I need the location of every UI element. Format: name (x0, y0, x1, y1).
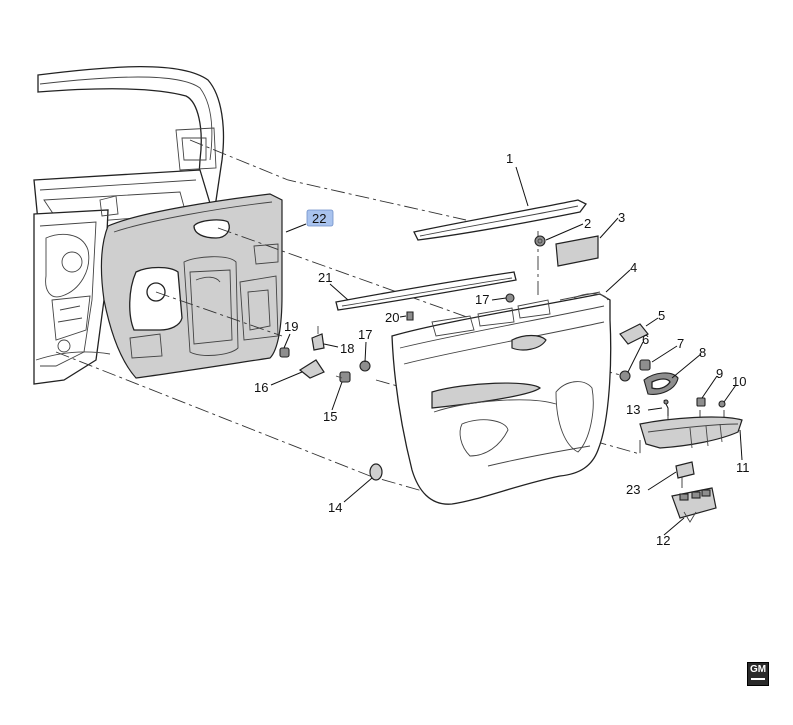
callout-22: 22 (312, 211, 326, 226)
callout-17b: 17 (358, 327, 372, 342)
clip-part-2 (534, 235, 546, 247)
callout-19: 19 (284, 319, 298, 334)
bolt-part-15 (335, 371, 351, 383)
callout-7: 7 (677, 336, 684, 351)
callout-3: 3 (618, 210, 625, 225)
callout-21: 21 (318, 270, 332, 285)
gm-logo-text: GM (749, 664, 767, 675)
leader-lines (270, 166, 743, 536)
gm-logo: GM (747, 662, 769, 686)
upper-trim-strip (413, 199, 587, 241)
clip-part-10 (718, 400, 726, 408)
clip-part-17b (359, 360, 371, 372)
nut-part-19 (279, 347, 290, 358)
door-trim-panel (391, 291, 612, 505)
clip-part-17a (505, 293, 515, 303)
callout-10: 10 (732, 374, 746, 389)
callout-8: 8 (699, 345, 706, 360)
callout-16: 16 (254, 380, 268, 395)
callout-1: 1 (506, 151, 513, 166)
screw-part-9 (696, 397, 706, 407)
switch-part-23 (675, 461, 695, 479)
callout-6: 6 (642, 332, 649, 347)
clip-part-7 (639, 359, 651, 371)
callout-17a: 17 (475, 292, 489, 307)
bracket-part-16 (298, 359, 325, 379)
callout-labels: 1 2 3 4 5 6 7 8 9 10 11 12 13 14 15 16 1… (254, 151, 750, 548)
switch-assembly (671, 487, 717, 523)
callout-13: 13 (626, 402, 640, 417)
armrest-bracket (639, 416, 743, 449)
belt-strip (335, 271, 517, 311)
callout-9: 9 (716, 366, 723, 381)
gm-logo-underline (751, 678, 765, 680)
callout-11: 11 (736, 460, 750, 475)
grommet-part-14 (369, 463, 383, 481)
callout-14: 14 (328, 500, 342, 515)
callout-20: 20 (385, 310, 399, 325)
callout-15: 15 (323, 409, 337, 424)
clip-part-6 (619, 370, 631, 382)
callout-18: 18 (340, 341, 354, 356)
handle-bezel (643, 372, 679, 395)
clip-part-18 (311, 326, 325, 351)
water-deflector-panel (100, 193, 283, 379)
retainer-part-20 (406, 311, 414, 321)
callout-23: 23 (626, 482, 640, 497)
callout-12: 12 (656, 533, 670, 548)
callout-22-highlight (306, 209, 334, 227)
callout-4: 4 (630, 260, 637, 275)
pad-part-3 (555, 235, 599, 267)
pad-part-5 (619, 323, 649, 345)
screw-part-13 (663, 399, 669, 416)
callout-2: 2 (584, 216, 591, 231)
callout-5: 5 (658, 308, 665, 323)
